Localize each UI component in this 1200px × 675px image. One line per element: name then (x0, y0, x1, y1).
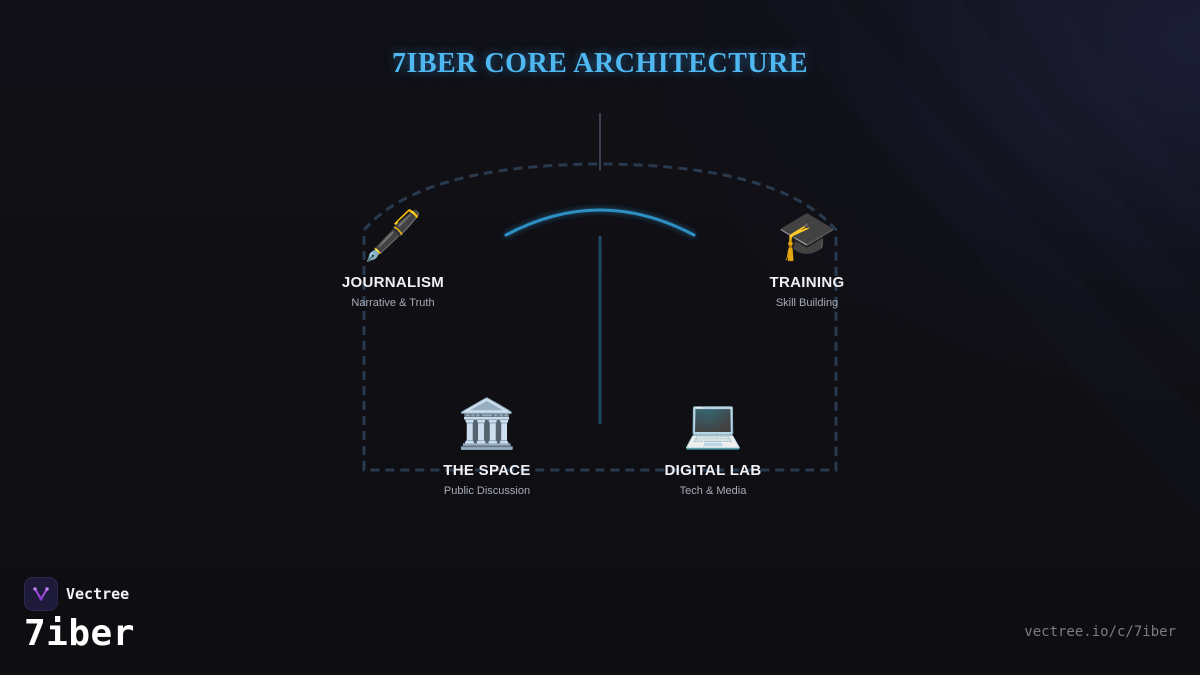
vectree-logo-icon[interactable] (24, 577, 58, 611)
node-journalism-subtitle: Narrative & Truth (351, 297, 435, 309)
graduation-cap-icon: 🎓 (777, 208, 837, 264)
fountain-pen-icon: 🖋️ (363, 208, 423, 264)
node-training[interactable]: 🎓 TRAINING Skill Building (707, 208, 907, 309)
brand-name[interactable]: Vectree (66, 585, 130, 603)
brand-block: Vectree 7iber (24, 577, 135, 654)
node-training-name: TRAINING (769, 274, 845, 291)
node-digital-lab[interactable]: 💻 DIGITAL LAB Tech & Media (613, 396, 813, 497)
node-digital-lab-name: DIGITAL LAB (664, 462, 762, 479)
node-journalism-name: JOURNALISM (341, 274, 445, 291)
diagram-title: 7IBER CORE ARCHITECTURE (391, 48, 809, 79)
node-the-space-name: THE SPACE (443, 462, 531, 479)
node-the-space-subtitle: Public Discussion (443, 485, 531, 497)
dashed-dome-outline (362, 162, 838, 472)
classical-building-icon: 🏛️ (457, 396, 517, 452)
node-journalism[interactable]: 🖋️ JOURNALISM Narrative & Truth (293, 208, 493, 309)
node-the-space[interactable]: 🏛️ THE SPACE Public Discussion (387, 396, 587, 497)
channel-url[interactable]: vectree.io/c/7iber (1024, 624, 1176, 640)
inner-arc (504, 208, 696, 237)
node-digital-lab-subtitle: Tech & Media (679, 485, 747, 497)
laptop-icon: 💻 (683, 396, 743, 452)
node-training-subtitle: Skill Building (775, 297, 839, 309)
channel-name: 7iber (24, 613, 135, 654)
